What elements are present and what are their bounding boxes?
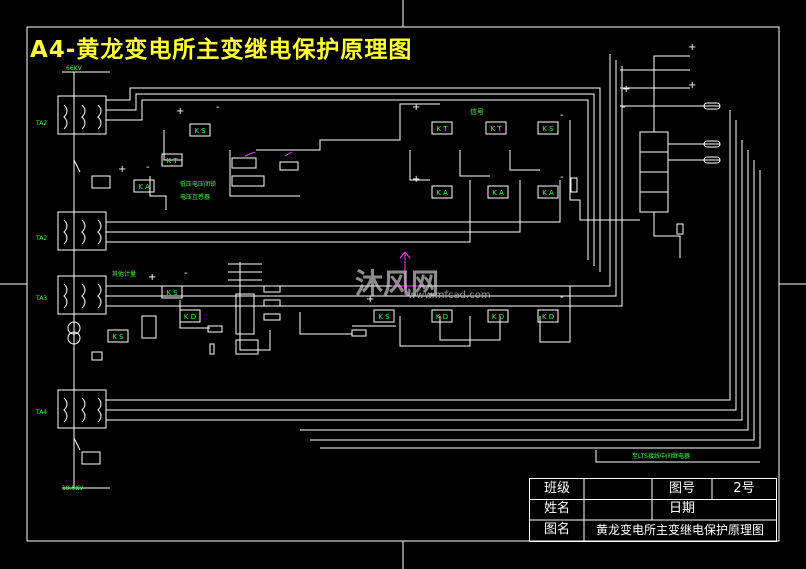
title-block-grid xyxy=(530,479,776,541)
svg-text:+: + xyxy=(688,42,696,53)
bottom-voltage-label: 10.5KV xyxy=(62,485,84,492)
secondary-wiring xyxy=(106,54,761,463)
name-label: 姓名 xyxy=(543,501,570,516)
svg-text:+: + xyxy=(412,102,420,113)
primary-circuit xyxy=(57,71,111,489)
svg-text:+: + xyxy=(148,272,156,283)
relay-ks-3: K S xyxy=(166,289,178,297)
relay-ks-2: K S xyxy=(542,125,554,133)
voltage-relay-label: 电压互感器 xyxy=(180,193,210,201)
relay-kd-1: K D xyxy=(184,313,196,321)
date-label: 日期 xyxy=(668,501,695,516)
tb2-label: TA2 xyxy=(35,235,47,242)
relay-kd-2: K D xyxy=(436,313,448,321)
relay-ks-4: K S xyxy=(112,333,124,341)
relay-ka-4: K A xyxy=(542,189,554,197)
svg-text:-: - xyxy=(560,292,564,303)
svg-text:-: - xyxy=(622,102,626,113)
svg-text:+: + xyxy=(688,80,696,91)
svg-text:+: + xyxy=(366,294,374,305)
relay-boxes xyxy=(91,121,559,361)
svg-text:-: - xyxy=(146,162,150,173)
drawing-name-label: 图名 xyxy=(543,522,570,537)
relay-kd-3: K D xyxy=(492,313,504,321)
relay-ka-3: K A xyxy=(492,189,504,197)
svg-text:+: + xyxy=(176,106,184,117)
relay-kt-3: K T xyxy=(490,125,502,133)
svg-text:+: + xyxy=(412,174,420,185)
drawing-no-label: 图号 xyxy=(668,481,695,496)
ta2-label: TA2 xyxy=(35,120,47,127)
relay-kd-4: K D xyxy=(542,313,554,321)
relay-labels: K S K T K A K T K T K S K A K A K A K S … xyxy=(112,125,554,341)
top-voltage-label: 66KV xyxy=(66,65,83,72)
relay-kt-1: K T xyxy=(166,157,178,165)
svg-text:-: - xyxy=(184,268,188,279)
watermark-url: www.mfcad.com xyxy=(408,290,491,301)
drawing-name-value: 黄龙变电所主变继电保护原理图 xyxy=(595,523,764,537)
drawing-title: A4-黄龙变电所主变继电保护原理图 xyxy=(30,37,413,63)
svg-text:+: + xyxy=(622,84,630,95)
relay-ka-2: K A xyxy=(436,189,448,197)
signal-label: 信号 xyxy=(470,107,484,116)
svg-text:-: - xyxy=(560,172,564,183)
relay-kt-2: K T xyxy=(436,125,448,133)
ta3-label: TA3 xyxy=(35,295,47,302)
relay-ks-5: K S xyxy=(378,313,390,321)
circuit-labels: 66KV 10.5KV TA2 TA2 TA3 TA4 信号 低压电压闭锁 电压… xyxy=(35,65,690,492)
watermark-brand: 沐风网 xyxy=(355,267,440,300)
relay-ka-1: K A xyxy=(138,183,150,191)
accent-marks xyxy=(244,151,420,296)
svg-text:-: - xyxy=(216,102,220,113)
svg-text:-: - xyxy=(560,110,564,121)
svg-text:+: + xyxy=(118,164,126,175)
ta4-label: TA4 xyxy=(35,409,47,416)
title-block: 班级 图号 2号 姓名 日期 图名 黄龙变电所主变继电保护原理图 xyxy=(529,478,777,542)
relay-ks-1: K S xyxy=(194,127,206,135)
polarity-marks: + - + - + - + - + - + - + + + - xyxy=(118,42,696,305)
drawing-no-value: 2号 xyxy=(733,481,755,496)
class-label: 班级 xyxy=(543,481,570,496)
low-voltage-label: 低压电压闭锁 xyxy=(180,180,216,188)
bottom-note-label: 至LTS接线中间继电器 xyxy=(632,452,690,460)
other-meter-label: 其他计量 xyxy=(112,270,136,278)
